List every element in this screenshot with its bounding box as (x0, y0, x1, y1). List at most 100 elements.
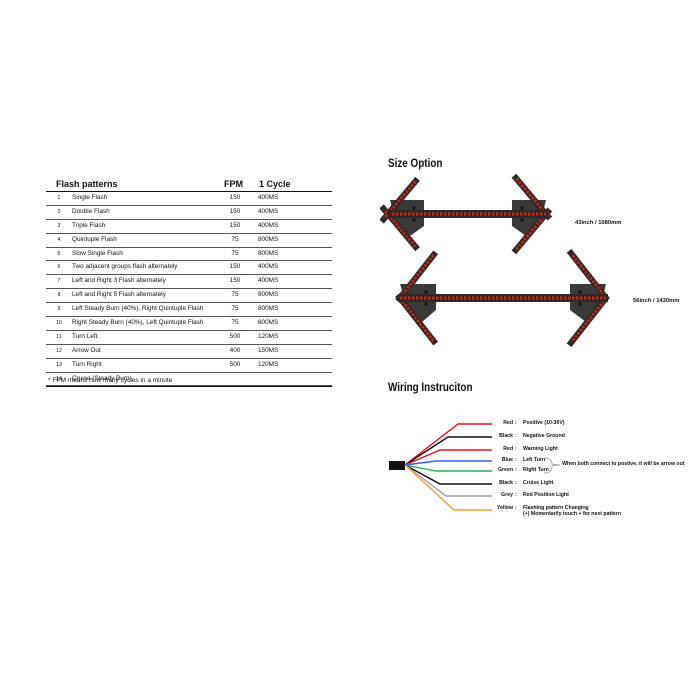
light-bar-56inch (395, 248, 610, 348)
row-pattern-name: Right Steady Burn (40%), Left Quintuple … (72, 319, 204, 327)
right-arm-leds (515, 177, 550, 219)
row-pattern-name: Quintuple Flash (72, 235, 117, 243)
wire-colon: : (515, 505, 517, 511)
row-pattern-name: Left Steady Burn (40%), Right Quintuple … (72, 305, 204, 313)
bracket-bolt (578, 290, 582, 294)
wire-colon: : (515, 433, 517, 439)
left-arm-leds (398, 297, 436, 344)
row-fpm: 75 (231, 305, 239, 313)
wire-description: Cruise Light (523, 480, 554, 486)
table-header: Flash patterns FPM 1 Cycle (46, 178, 332, 192)
row-number: 14 (56, 375, 62, 382)
row-pattern-name: Two adjacent groups flash alternately (72, 263, 178, 271)
wire-colon: : (515, 420, 517, 426)
row-pattern-name: Cruise (Steady Burn) (72, 374, 132, 382)
main-bar-leds (390, 212, 546, 216)
row-fpm: 150 (229, 194, 241, 201)
row-pattern-name: Left and Right 5 Flash alternately (72, 291, 166, 299)
wire-colon: : (515, 492, 517, 498)
wire-blue-left-turn (404, 460, 492, 466)
wire-colon: : (515, 467, 517, 473)
wire-description: Positive (10-30V) (523, 420, 565, 426)
wire-green-right-turn (404, 464, 492, 472)
left-arm-leds (382, 208, 418, 249)
row-number: 7 (57, 278, 61, 285)
row-number: 8 (57, 292, 61, 299)
wiring-diagram (389, 423, 561, 511)
right-arm-leds (570, 297, 608, 344)
row-cycle: 120MS (258, 360, 279, 368)
header-flash-patterns: Flash patterns (56, 179, 118, 189)
table-row: 14 Cruise (Steady Burn) (46, 373, 332, 387)
row-fpm: 75 (231, 249, 239, 257)
main-bar-leds (400, 296, 606, 300)
left-arm-leds (398, 252, 436, 299)
row-cycle: 400MS (258, 194, 279, 201)
row-pattern-name: Single Flash (72, 194, 108, 201)
left-arm-leds (382, 179, 418, 220)
wire-color-name: Green (498, 467, 513, 473)
row-pattern-name: Left and Right 3 Flash alternately (72, 277, 166, 285)
row-cycle: 400MS (258, 207, 279, 215)
row-fpm: 75 (231, 291, 239, 299)
row-cycle: 400MS (258, 277, 279, 285)
table-row: 10 Right Steady Burn (40%), Left Quintupl… (46, 317, 332, 331)
row-fpm: 400 (229, 346, 241, 354)
right-arm-leds (570, 252, 608, 299)
wire-colon: : (515, 457, 517, 463)
row-fpm: 500 (229, 360, 241, 368)
row-fpm: 150 (229, 207, 241, 215)
row-cycle: 150MS (258, 346, 279, 354)
row-number: 9 (57, 306, 61, 313)
wire-red-positive (404, 423, 492, 466)
wire-description: Flashing pattern Changing (523, 505, 589, 511)
header-fpm: FPM (224, 179, 243, 189)
header-cycle: 1 Cycle (259, 179, 291, 189)
row-pattern-name: Turn Left (72, 332, 98, 340)
row-cycle: 800MS (258, 249, 279, 257)
wiring-title: Wiring Instruciton (388, 382, 473, 394)
wire-colon: : (515, 480, 517, 486)
row-fpm: 500 (229, 332, 241, 340)
row-number: 11 (56, 333, 62, 340)
wire-color-name: Black (499, 480, 513, 486)
row-number: 10 (56, 320, 62, 327)
bracket-bolt (424, 290, 428, 294)
row-pattern-name: Double Flash (72, 207, 110, 215)
row-pattern-name: Triple Flash (72, 221, 106, 229)
size-label-43inch: 43inch / 1080mm (575, 220, 622, 226)
right-arm-leds (515, 209, 550, 251)
table-row: 9 Left Steady Burn (40%), Right Quintuple… (46, 303, 332, 318)
row-fpm: 75 (231, 319, 239, 327)
size-label-56inch: 56inch / 1430mm (633, 298, 680, 304)
wire-color-name: Red (503, 420, 513, 426)
row-cycle: 800MS (258, 319, 279, 327)
wire-description: Red Position Light (523, 492, 569, 498)
bracket-bolt (412, 206, 416, 210)
row-cycle: 800MS (258, 291, 279, 299)
wire-color-name: Yellow (496, 505, 513, 511)
row-pattern-name: Turn Right (72, 360, 102, 368)
fpm-footnote: * FPM means how many cycles in a minute (48, 377, 173, 384)
row-number: 6 (57, 264, 61, 271)
wire-grey-position (404, 464, 492, 497)
wire-description: Negative Ground (523, 433, 565, 439)
wire-description: Right Turn (523, 467, 549, 473)
wire-description-extra: (+) Momentarily touch + for next pattern (523, 511, 621, 517)
wire-red-warning (404, 449, 492, 466)
row-number: 12 (56, 347, 62, 354)
wire-description: Warning Light (523, 446, 558, 452)
left-bracket (400, 284, 436, 322)
row-number: 13 (56, 361, 62, 368)
wire-colon: : (515, 446, 517, 452)
